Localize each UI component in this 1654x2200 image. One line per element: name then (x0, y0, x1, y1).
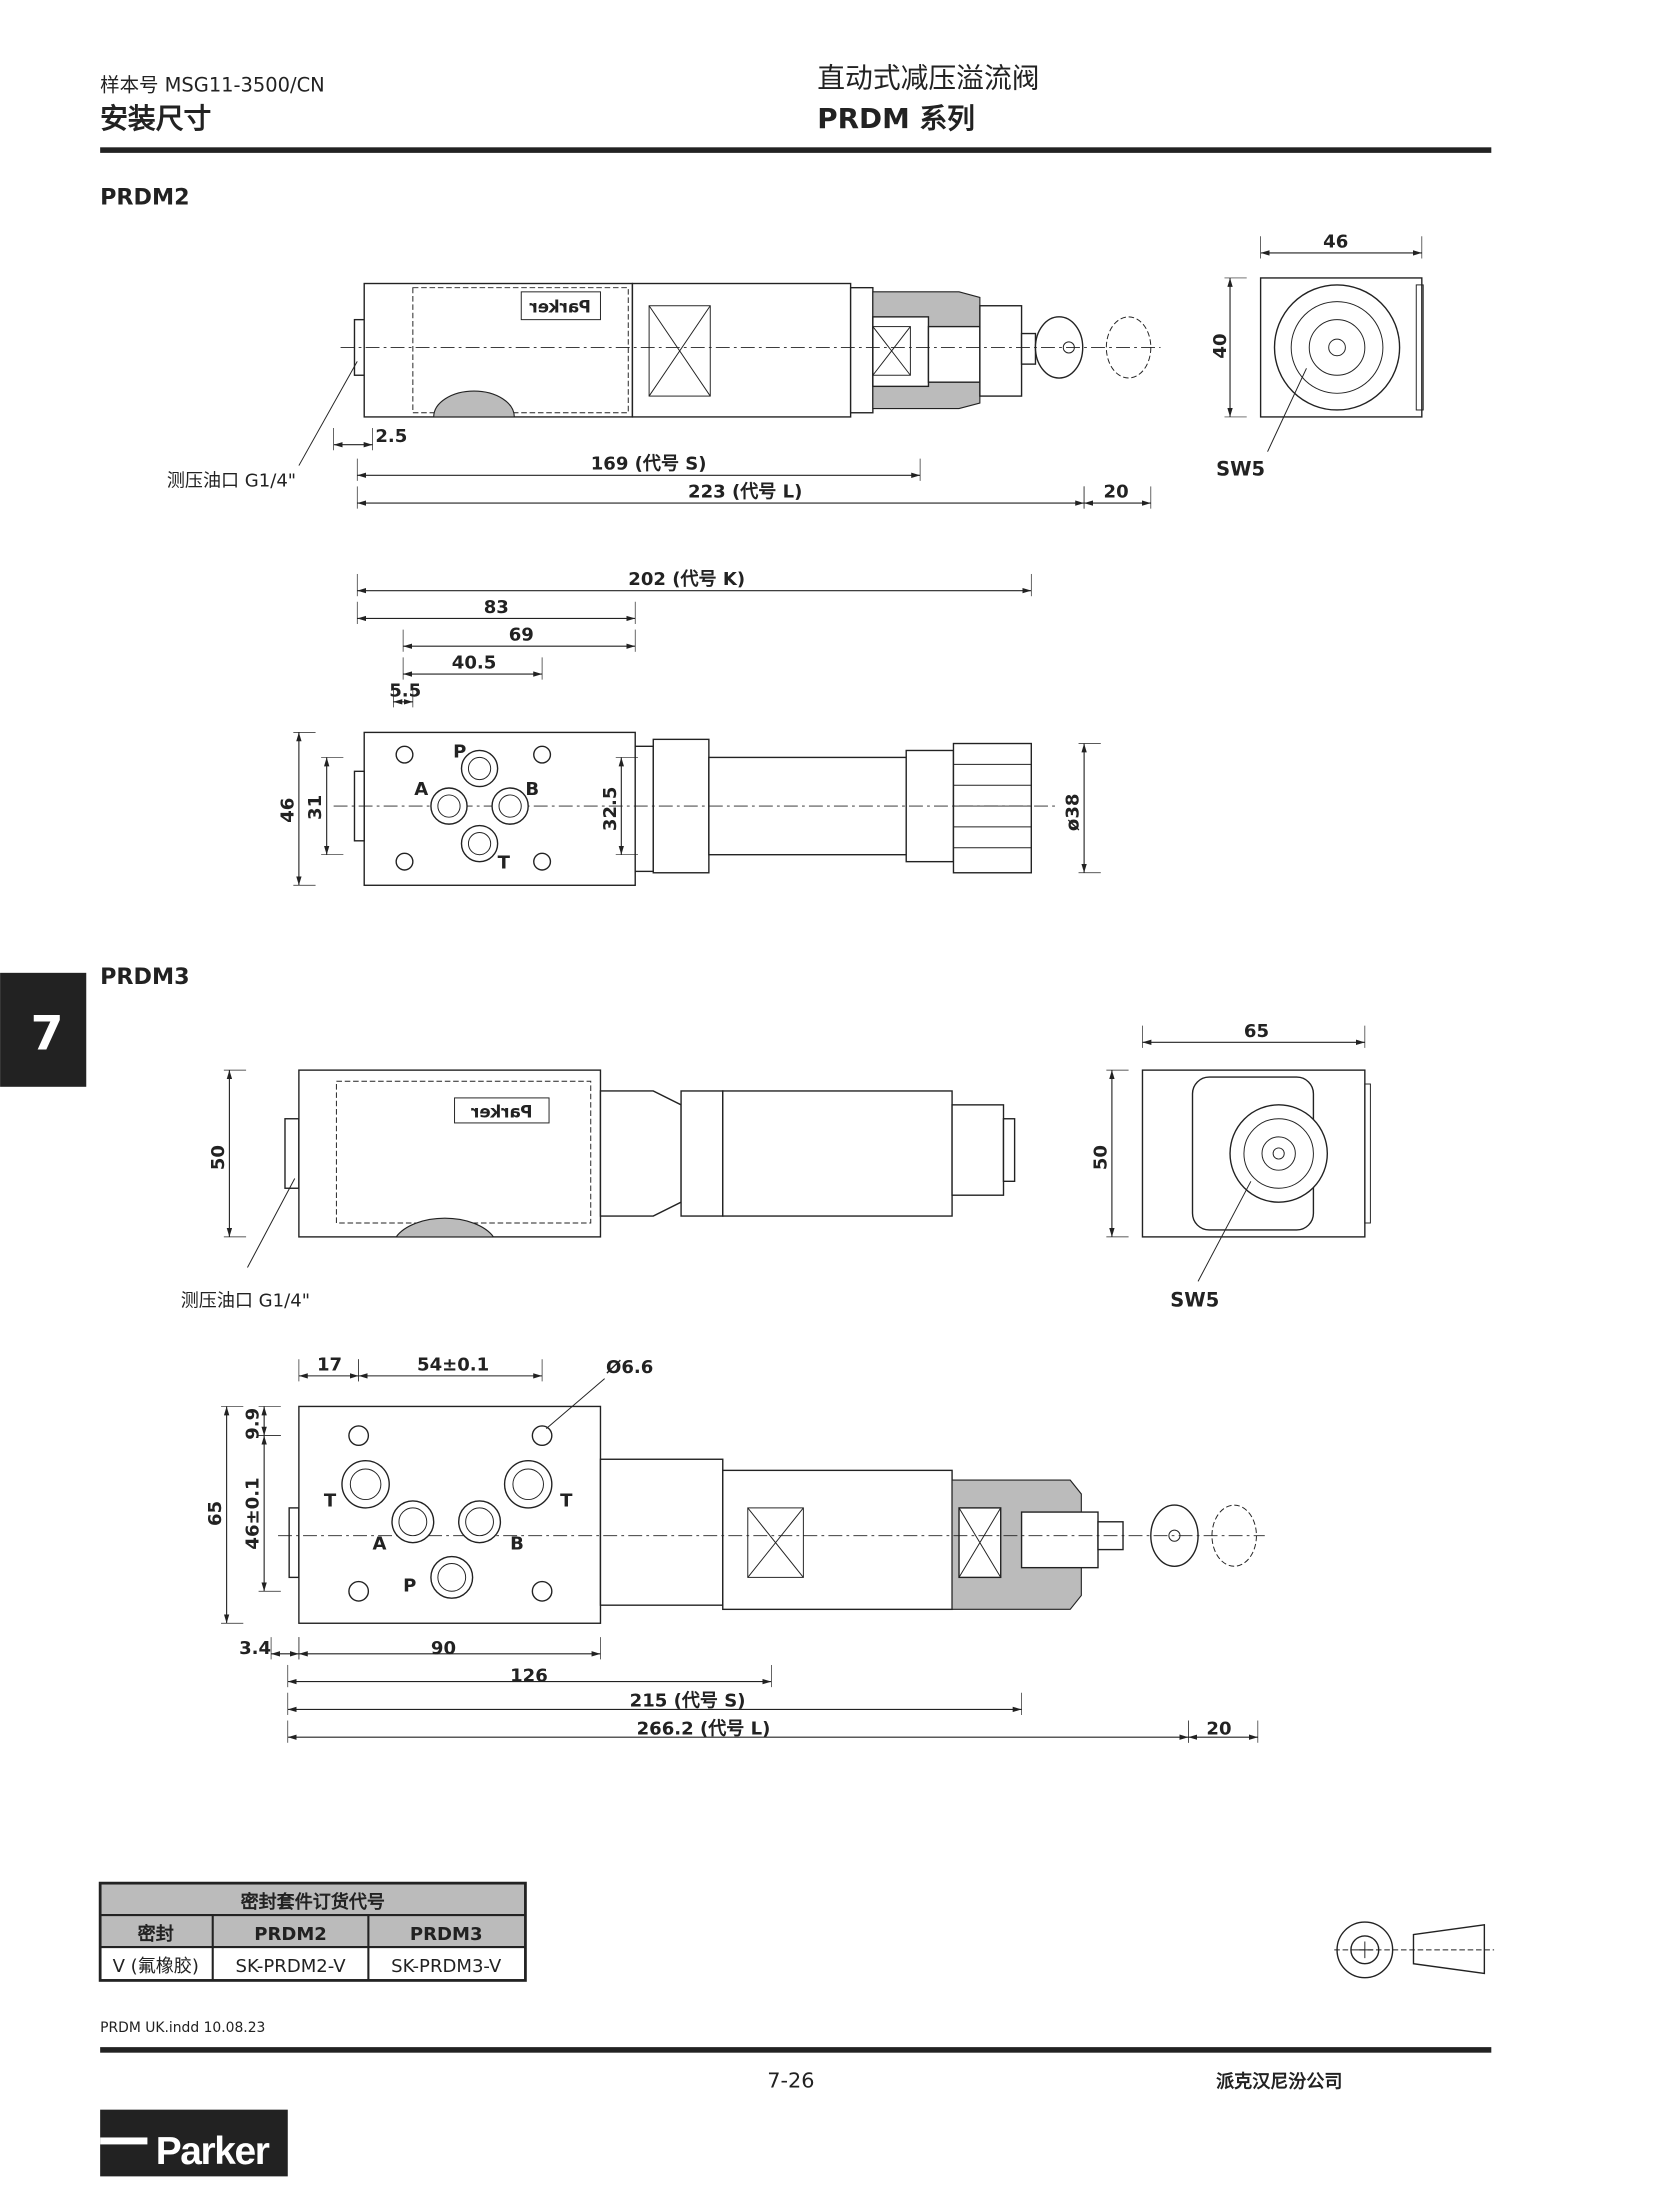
section-title: 安装尺寸 (100, 102, 211, 135)
dim-2-5-label: 2.5 (375, 426, 407, 447)
seal-kit-table: 密封套件订货代号 密封 PRDM2 PRDM3 V (氟橡胶) SK-PRDM2… (98, 1881, 527, 1982)
prdm3-gauge-port-label: 测压油口 G1/4" (181, 1290, 310, 1311)
dim-40-5-label: 40.5 (452, 652, 497, 673)
first-angle-projection-icon (1334, 1921, 1495, 1979)
dim-50-end-label: 50 (1090, 1145, 1111, 1170)
port-b-label: B (525, 779, 539, 800)
prdm3-side-view: Parker (284, 1069, 1016, 1238)
dim-31-label: 31 (305, 795, 326, 820)
catalog-number: 样本号 MSG11-3500/CN (100, 74, 325, 97)
prdm3-top-view (278, 1378, 1265, 1624)
port-t1-label: T (324, 1491, 337, 1512)
parker-logo-mirrored: Parker (520, 291, 601, 321)
port-p-label: P (453, 741, 466, 762)
svg-text:Parker: Parker (529, 298, 591, 317)
parker-logo-mirrored: Parker (454, 1097, 550, 1124)
dim-202-label: 202 (代号 K) (628, 569, 745, 590)
table-header-seal: 密封 (138, 1923, 174, 1945)
dim-9-9-label: 9.9 (243, 1408, 264, 1440)
port-t-label: T (498, 853, 511, 874)
prdm2-sw-label: SW5 (1216, 457, 1265, 480)
table-header-prdm2: PRDM2 (254, 1924, 327, 1945)
table-cell-prdm2: SK-PRDM2-V (236, 1956, 347, 1977)
chapter-tab (0, 972, 87, 1087)
product-title: 直动式减压溢流阀 (817, 62, 1039, 95)
footer-rule (100, 2047, 1492, 2053)
dim-69-label: 69 (509, 625, 534, 646)
prdm2-end-view (1259, 277, 1424, 452)
file-info: PRDM UK.indd 10.08.23 (100, 2020, 265, 2036)
dim-266-label: 266.2 (代号 L) (637, 1718, 771, 1739)
port-a-label: A (373, 1534, 387, 1555)
dim-65-label: 65 (205, 1501, 226, 1526)
dim-46-label: 46 (277, 798, 298, 823)
table-cell-seal: V (氟橡胶) (113, 1956, 199, 1977)
prdm2-top-view (333, 731, 1057, 886)
dim-223-label: 223 (代号 L) (688, 482, 802, 503)
port-b-label: B (510, 1534, 524, 1555)
prdm2-side-view: Parker (298, 282, 1161, 466)
port-holes (395, 745, 552, 871)
table-title: 密封套件订货代号 (241, 1891, 385, 1913)
chapter-number: 7 (31, 1006, 64, 1061)
dim-40-end-label: 40 (1210, 333, 1231, 358)
svg-text:Parker: Parker (470, 1102, 532, 1121)
company-name: 派克汉尼汾公司 (1216, 2070, 1342, 2092)
port-a-label: A (414, 779, 428, 800)
dim-46-tol-label: 46±0.1 (243, 1477, 264, 1549)
port-p-label: P (403, 1575, 416, 1596)
prdm2-heading: PRDM2 (100, 184, 189, 210)
dim-3-4-label: 3.4 (239, 1638, 271, 1659)
dim-50-side-label: 50 (208, 1145, 229, 1170)
dim-65-end-label: 65 (1244, 1021, 1269, 1042)
port-t2-label: T (560, 1491, 573, 1512)
parker-logo: Parker (100, 2109, 288, 2177)
dim-32-5-label: 32.5 (600, 787, 621, 832)
dim-5-5-label: 5.5 (389, 680, 421, 701)
dim-54-label: 54±0.1 (417, 1354, 489, 1375)
dim-17-label: 17 (317, 1354, 342, 1375)
dim-20-p3-label: 20 (1206, 1718, 1231, 1739)
header-rule (100, 147, 1492, 153)
dim-46-end-label: 46 (1323, 231, 1348, 252)
dim-90-label: 90 (431, 1638, 456, 1659)
dim-6-6-label: Ø6.6 (606, 1357, 653, 1378)
dimension-lines: 2.5 169 (代号 S) 223 (代号 L) 20 46 40 202 (代号 K) 8… (205, 231, 1423, 1743)
table-cell-prdm3: SK-PRDM3-V (391, 1956, 502, 1977)
dim-38-label: ø38 (1063, 794, 1084, 832)
svg-text:Parker: Parker (156, 2130, 270, 2173)
table-header-prdm3: PRDM3 (410, 1924, 483, 1945)
dim-169-label: 169 (代号 S) (591, 454, 707, 475)
dim-20-label: 20 (1104, 482, 1129, 503)
prdm2-gauge-port-label: 测压油口 G1/4" (167, 470, 296, 491)
prdm3-sw-label: SW5 (1170, 1288, 1219, 1311)
page-number: 7-26 (767, 2068, 814, 2092)
prdm3-heading: PRDM3 (100, 964, 189, 990)
dim-215-label: 215 (代号 S) (630, 1691, 746, 1712)
dim-83-label: 83 (484, 597, 509, 618)
prdm3-end-view (1141, 1069, 1371, 1282)
dim-126-label: 126 (510, 1666, 548, 1687)
port-holes (341, 1425, 553, 1602)
series-title: PRDM 系列 (817, 102, 975, 135)
